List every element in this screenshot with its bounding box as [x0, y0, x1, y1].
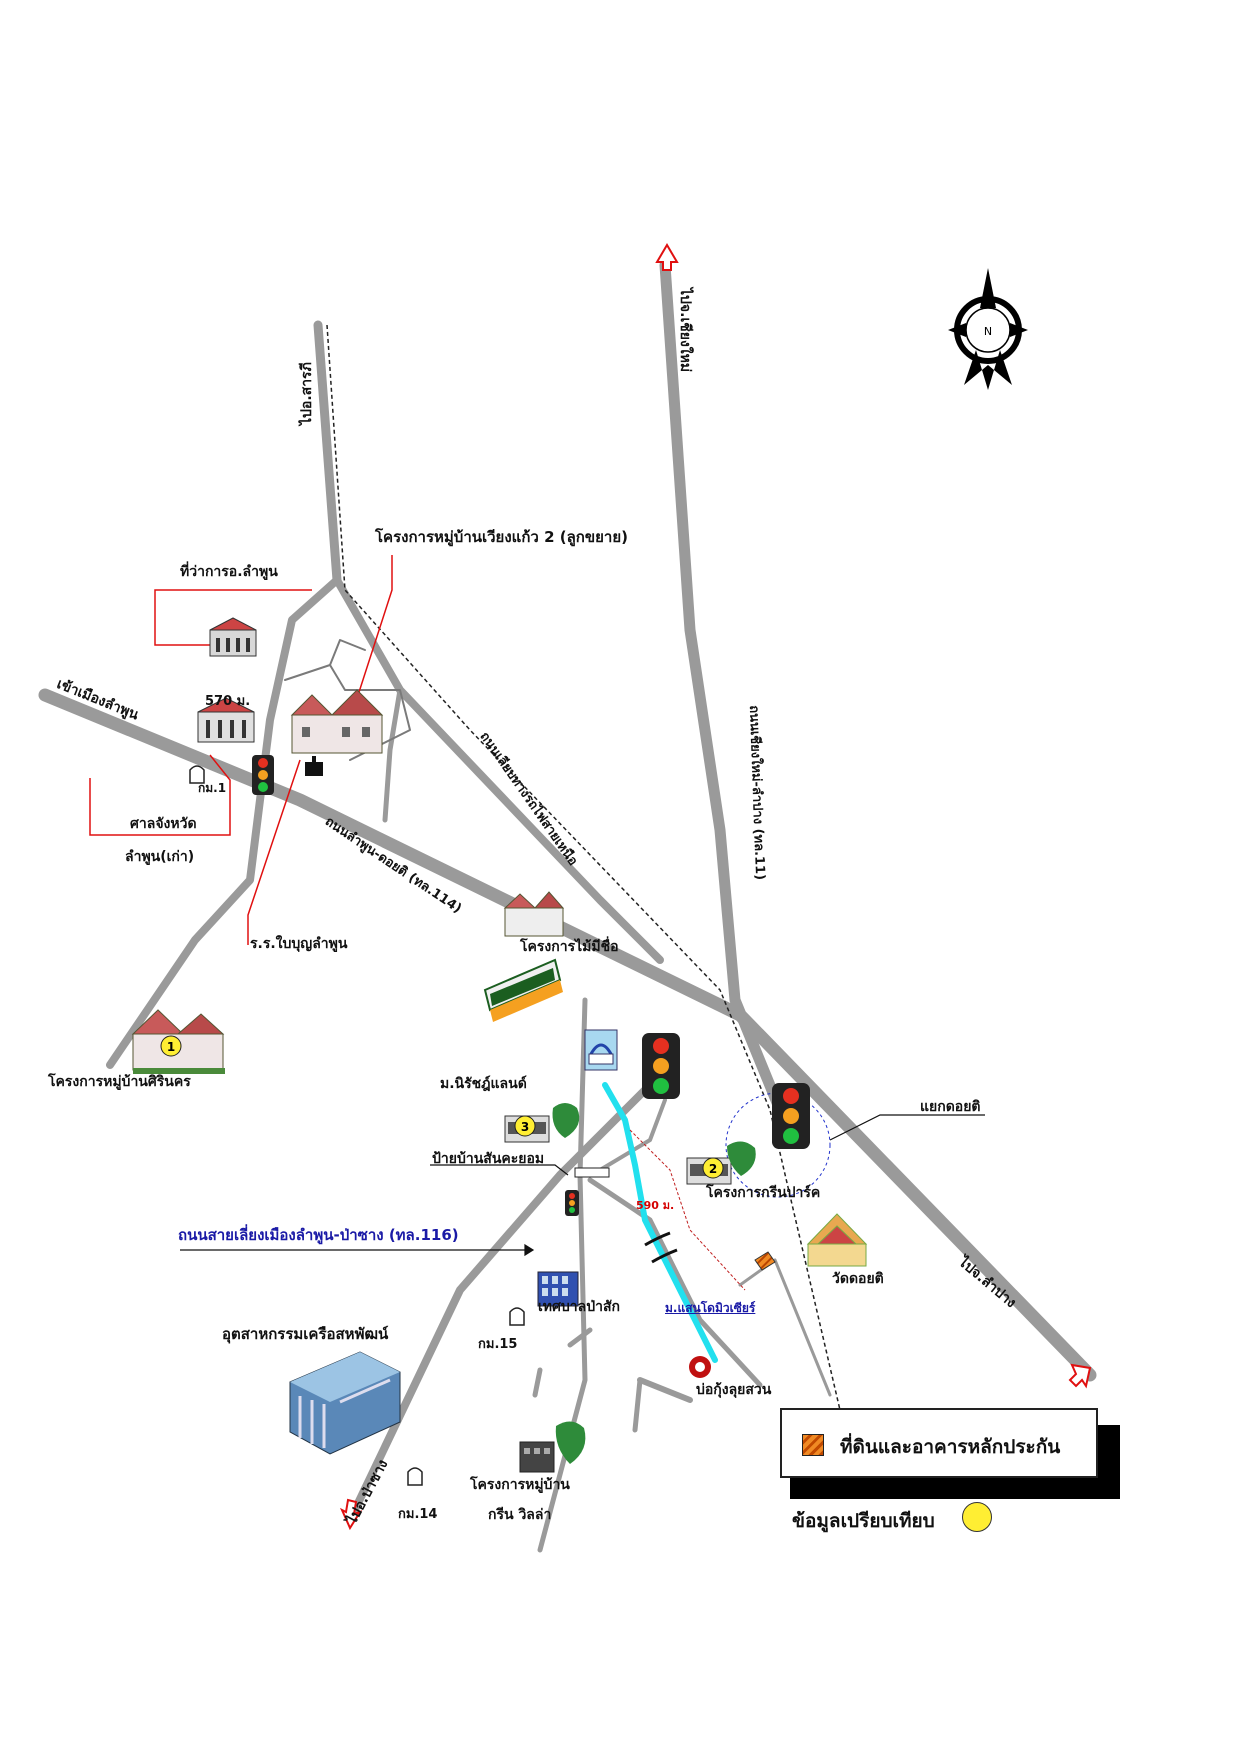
- wat-doiti-icon: [806, 1213, 868, 1267]
- global-house-logo: [483, 958, 563, 1022]
- legend-collateral-label: ที่ดินและอาคารหลักประกัน: [840, 1436, 1061, 1458]
- label-industry: อุตสาหกรรมเครือสหพัฒน์: [222, 1325, 389, 1343]
- road-11: [659, 259, 786, 1116]
- north-letter: N: [984, 325, 992, 338]
- label-km1: กม.1: [198, 781, 227, 795]
- label-km14: กม.14: [398, 1507, 438, 1522]
- bus-stop-sign-icon: [574, 1167, 610, 1178]
- road-end-arrows: [339, 243, 1092, 1531]
- marker-2: 2: [702, 1157, 724, 1179]
- traffic-light-icon: [565, 1190, 579, 1216]
- label-road-116: ถนนสายเลี่ยงเมืองลำพูน-ป่าซาง (ทล.116): [178, 1226, 459, 1244]
- collateral-site-marker: [754, 1251, 776, 1271]
- label-project-wiangkaew: โครงการหมู่บ้านเวียงแก้ว 2 (ลูกขยาย): [375, 528, 628, 546]
- leader-lines: [89, 555, 393, 945]
- label-dist-570: 570 ม.: [205, 694, 251, 709]
- label-court: ศาลจังหวัด: [130, 816, 197, 832]
- label-to-sarapee: ไปอ.สารภี: [299, 362, 315, 425]
- road-network: [38, 259, 1097, 1553]
- label-bokung: บ่อกุ้งลุยสวน: [696, 1382, 772, 1398]
- north-arrow-icon: [948, 268, 1028, 390]
- project-greenvilla-icon: [519, 1421, 586, 1473]
- shopping-icon: [584, 1029, 618, 1071]
- marker-3: 3: [514, 1115, 536, 1137]
- label-project-maimee: โครงการไม้มีชื่อ: [520, 939, 619, 955]
- label-project-greenvilla-2: กรีน วิลล่า: [488, 1507, 552, 1523]
- label-dist-590: 590 ม.: [636, 1199, 675, 1212]
- railway-line: [326, 324, 841, 1411]
- project-sirinakorn-icon: [131, 1009, 225, 1074]
- road-116: [346, 1076, 659, 1524]
- label-project-green: โครงการกรีนปาร์ค: [706, 1185, 821, 1201]
- svg-text:1: 1: [167, 1040, 175, 1054]
- compare-dot-icon: [962, 1502, 992, 1532]
- arrow-lampang: [1068, 1363, 1092, 1389]
- label-to-chiangmai: ไปจ.เชียงใหม่: [677, 288, 693, 373]
- court-icon: [197, 697, 255, 743]
- school-icon: [305, 756, 323, 776]
- river: [602, 1082, 718, 1363]
- district-office-icon: [209, 617, 257, 657]
- marker-1: 1: [160, 1035, 182, 1057]
- svg-text:3: 3: [521, 1120, 529, 1134]
- label-pasak-municipality: เทศบาลป่าสัก: [538, 1299, 620, 1315]
- project-maimee-icon: [503, 891, 565, 937]
- traffic-light-icon: [772, 1083, 810, 1149]
- label-district-office: ที่ว่าการอ.ลำพูน: [180, 564, 278, 580]
- legend-box: ที่ดินและอาคารหลักประกัน: [780, 1408, 1098, 1478]
- traffic-light-icon: [252, 755, 274, 795]
- label-court-2: ลำพูน(เก่า): [125, 849, 195, 865]
- road-sarapee: [313, 320, 342, 585]
- road-sarapee-2: [333, 576, 664, 964]
- label-nirut-land: ม.นิรัชฎ์แลนด์: [440, 1076, 527, 1092]
- label-sign-santhaom: ป้ายบ้านสันคะยอม: [432, 1151, 545, 1167]
- label-km15: กม.15: [478, 1337, 518, 1352]
- industry-icon: [289, 1351, 401, 1455]
- bridge-icon: [644, 1231, 678, 1264]
- label-wat-doiti: วัดดอยติ: [832, 1271, 884, 1287]
- label-doiti-junction: แยกดอยติ: [920, 1099, 981, 1115]
- arrow-north: [655, 243, 679, 271]
- arrow-pasang: [339, 1498, 363, 1531]
- label-project-greenvilla: โครงการหมู่บ้าน: [470, 1477, 570, 1493]
- traffic-light-icon: [642, 1033, 680, 1099]
- label-project-sirinakorn: โครงการหมู่บ้านศิรินคร: [48, 1074, 191, 1090]
- project-wiangkaew-icon: [290, 689, 384, 754]
- doiti-junction-circle: [725, 1092, 831, 1198]
- pasak-municipality-icon: [537, 1271, 579, 1307]
- bokung-icon: [689, 1356, 711, 1378]
- svg-text:2: 2: [709, 1162, 717, 1176]
- km-post-icon: [189, 765, 525, 1486]
- collateral-swatch-icon: [802, 1434, 824, 1456]
- label-mae-khaw: ม.แสนโดมิวเซียร์: [665, 1301, 756, 1315]
- legend-compare-label: ข้อมูลเปรียบเทียบ: [792, 1510, 935, 1532]
- label-school: ร.ร.ใบบุญลำพูน: [250, 936, 348, 952]
